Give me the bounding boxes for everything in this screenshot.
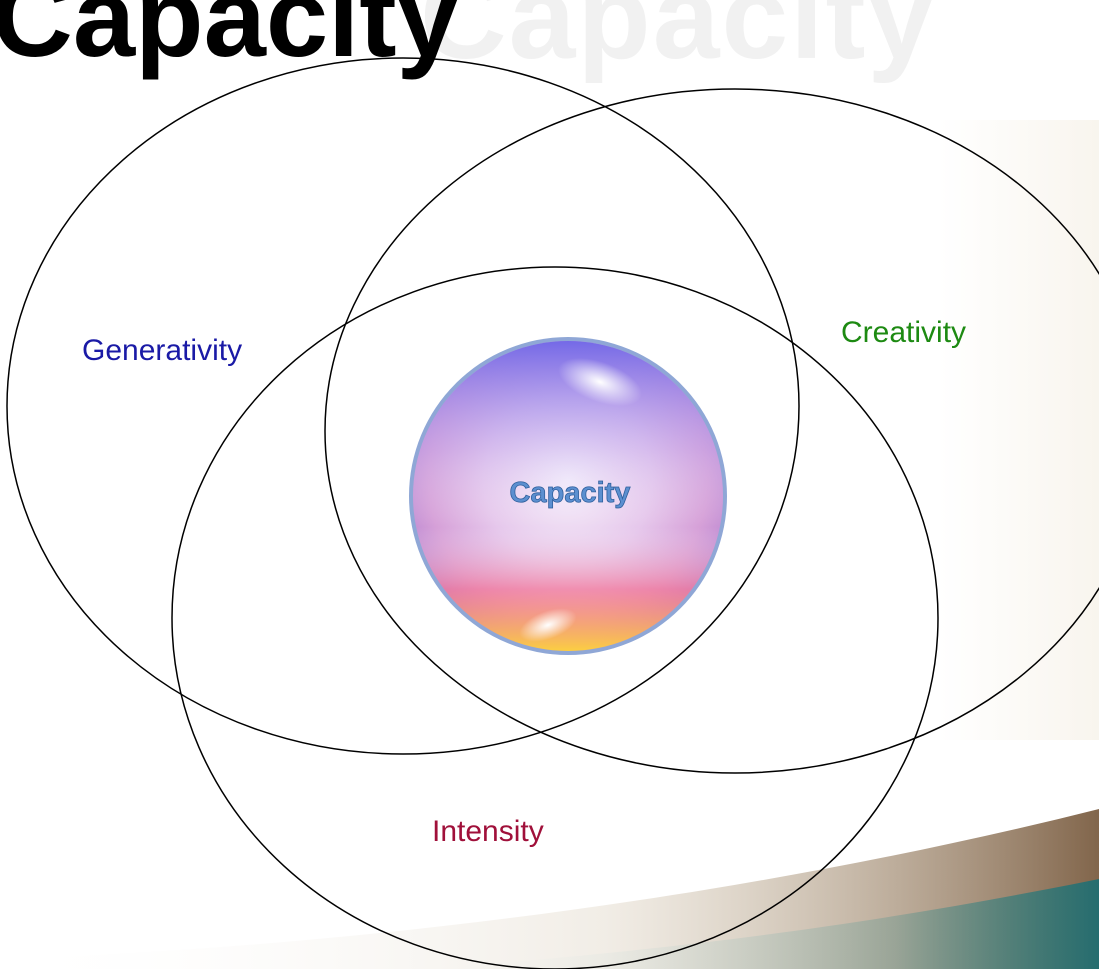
label-intensity: Intensity [432,815,544,848]
circle-creativity [324,88,1099,774]
center-label: Capacity [510,477,631,509]
page-title: Capacity [0,0,459,80]
sphere-glaze [413,341,723,651]
sphere-highlight-bottom [519,608,577,642]
circle-generativity [6,57,800,755]
sphere-highlight-top [558,357,642,407]
background-wash [939,120,1099,740]
circle-intensity [171,266,939,969]
label-generativity: Generativity [82,334,243,367]
label-creativity: Creativity [841,316,967,349]
capacity-sphere [409,337,727,655]
background-swoosh [0,809,1099,969]
